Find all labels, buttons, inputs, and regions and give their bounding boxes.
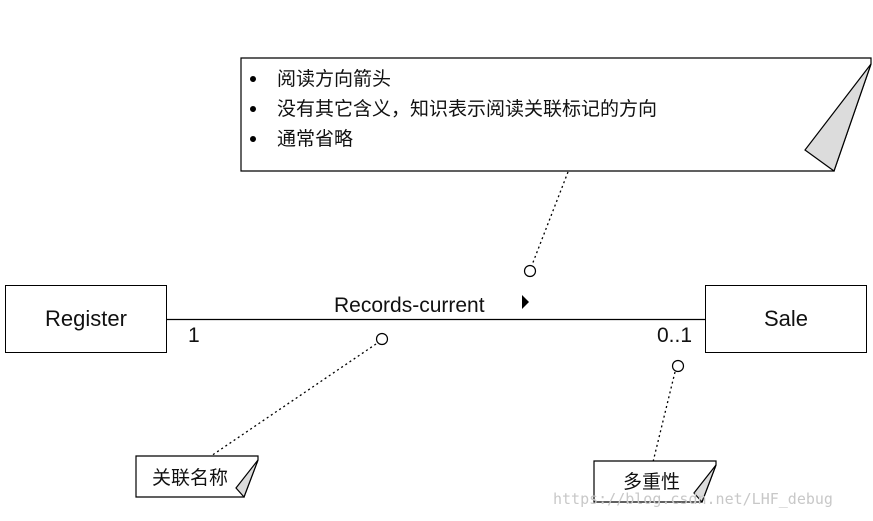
note-association-name-fold — [235, 459, 259, 499]
multiplicity-right: 0..1 — [657, 324, 693, 347]
note-reading-direction: 阅读方向箭头 没有其它含义，知识表示阅读关联标记的方向 通常省略 — [241, 58, 871, 172]
association-name: Records-current — [334, 294, 485, 317]
note-bullet-item: 通常省略 — [249, 124, 657, 154]
multiplicity-left: 1 — [188, 324, 200, 347]
class-sale: Sale — [705, 285, 867, 353]
connector-reading-arrow — [531, 171, 569, 266]
note-multiplicity-fold — [693, 464, 717, 504]
connector-multiplicity — [652, 371, 676, 463]
anchor-association-name — [375, 332, 389, 346]
note-main-fold — [804, 63, 872, 172]
class-register: Register — [5, 285, 167, 353]
anchor-reading-arrow — [523, 264, 537, 278]
watermark: https://blog.csdn.net/LHF_debug — [553, 490, 833, 508]
class-register-label: Register — [45, 306, 127, 331]
class-sale-label: Sale — [763, 306, 809, 331]
note-bullet-item: 阅读方向箭头 — [249, 64, 657, 94]
anchor-multiplicity — [671, 359, 685, 373]
note-multiplicity-label: 多重性 — [623, 471, 681, 493]
note-association-name-label: 关联名称 — [152, 467, 229, 489]
note-bullet-item: 没有其它含义，知识表示阅读关联标记的方向 — [249, 94, 657, 124]
note-reading-direction-list: 阅读方向箭头 没有其它含义，知识表示阅读关联标记的方向 通常省略 — [241, 64, 657, 154]
reading-direction-arrow — [522, 295, 529, 309]
connector-association-name — [210, 343, 377, 457]
